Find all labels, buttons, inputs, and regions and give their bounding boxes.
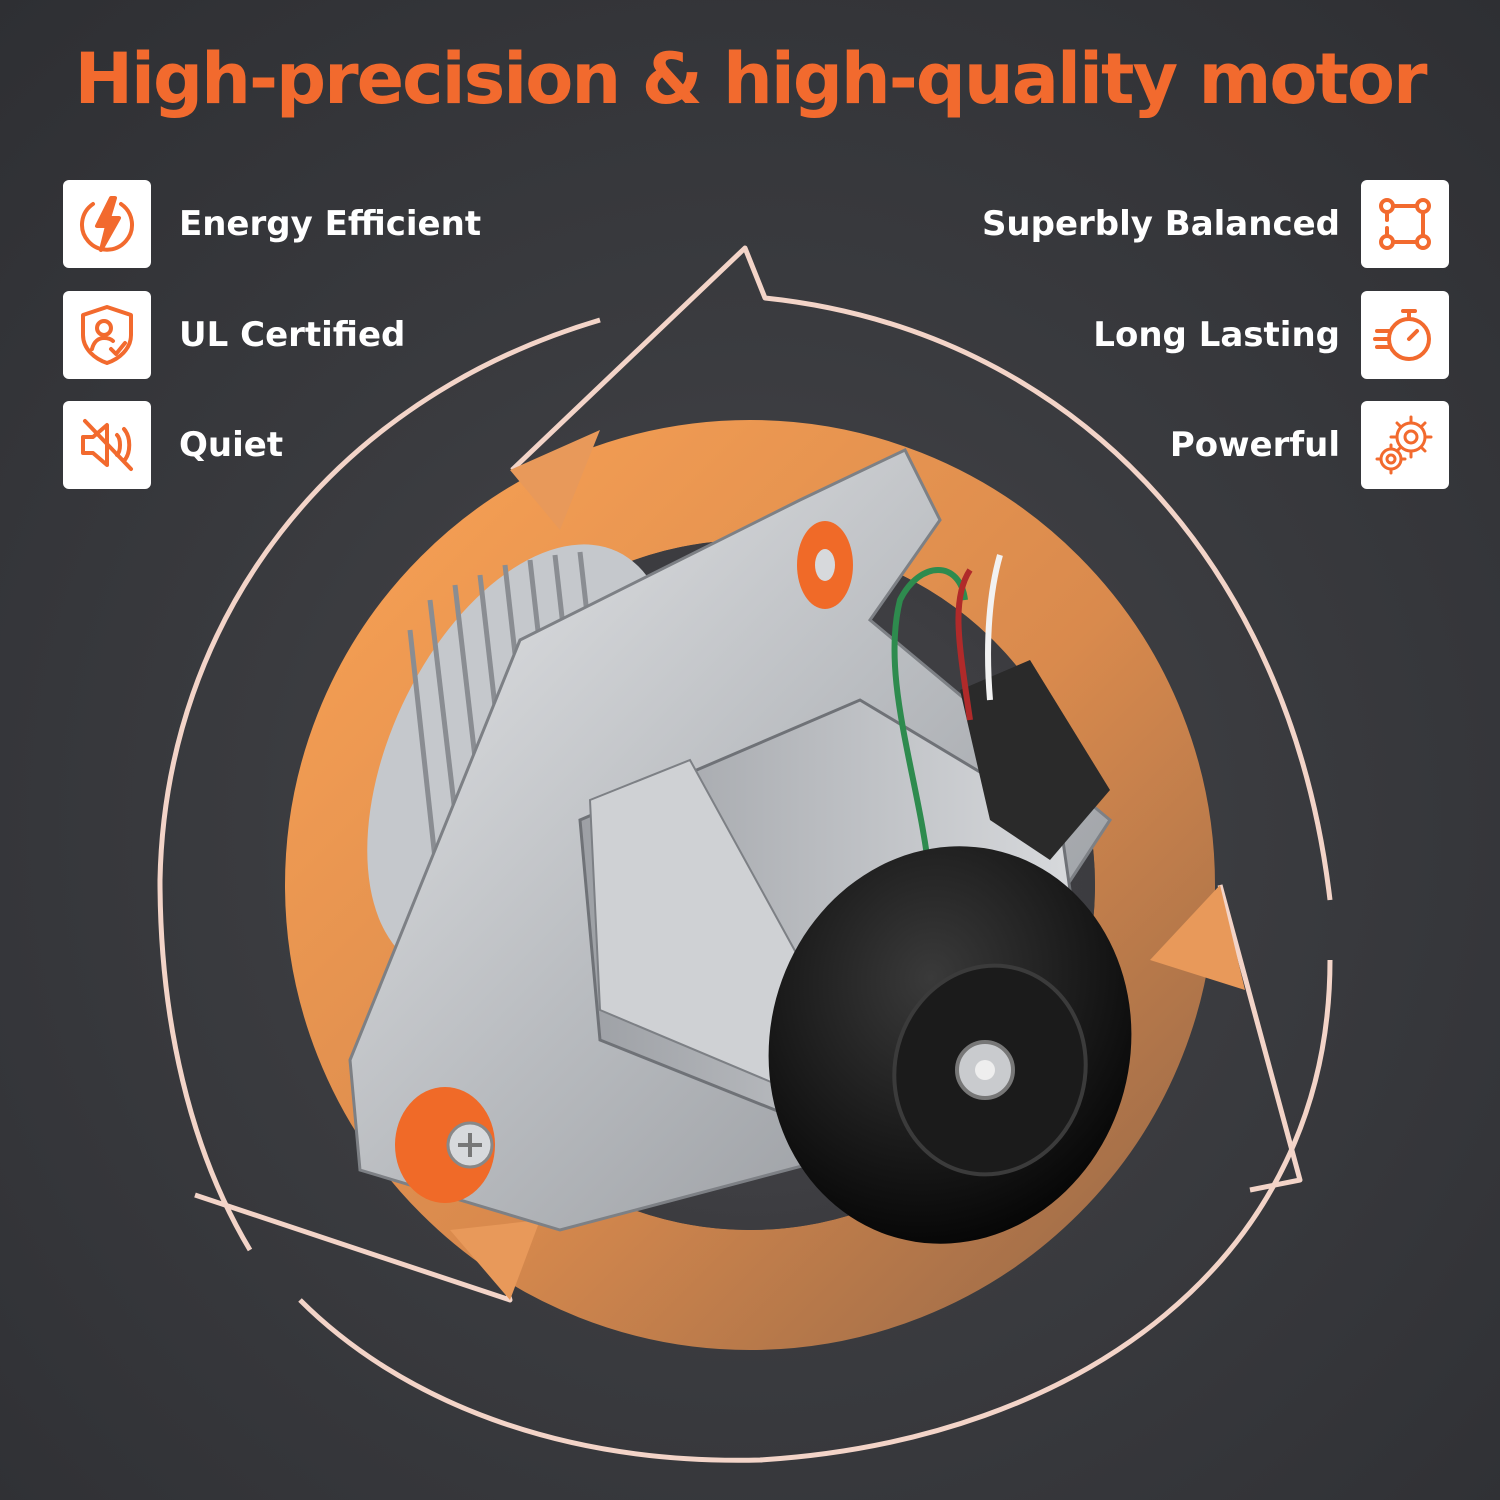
- feature-superbly-balanced: Superbly Balanced: [982, 179, 1449, 269]
- feature-label: Superbly Balanced: [981, 204, 1340, 244]
- node-link-icon: [1361, 180, 1449, 268]
- feature-label: Energy Efficient: [179, 204, 482, 244]
- stopwatch-speed-icon: [1361, 291, 1449, 379]
- feature-label: Quiet: [179, 425, 284, 465]
- feature-label: Powerful: [1169, 425, 1340, 465]
- blower-motor-illustration: [348, 448, 1132, 1244]
- feature-ul-certified: UL Certified: [63, 290, 405, 380]
- lightning-bolt-icon: [63, 180, 151, 268]
- feature-label: UL Certified: [179, 315, 406, 355]
- speaker-mute-icon: [63, 401, 151, 489]
- shield-person-icon: [63, 291, 151, 379]
- feature-label: Long Lasting: [1093, 315, 1340, 355]
- gears-icon: [1361, 401, 1449, 489]
- page-title: High-precision & high-quality motor: [74, 38, 1427, 120]
- feature-powerful: Powerful: [1170, 400, 1449, 490]
- feature-energy-efficient: Energy Efficient: [63, 179, 481, 269]
- feature-quiet: Quiet: [63, 400, 283, 490]
- feature-long-lasting: Long Lasting: [1093, 290, 1449, 380]
